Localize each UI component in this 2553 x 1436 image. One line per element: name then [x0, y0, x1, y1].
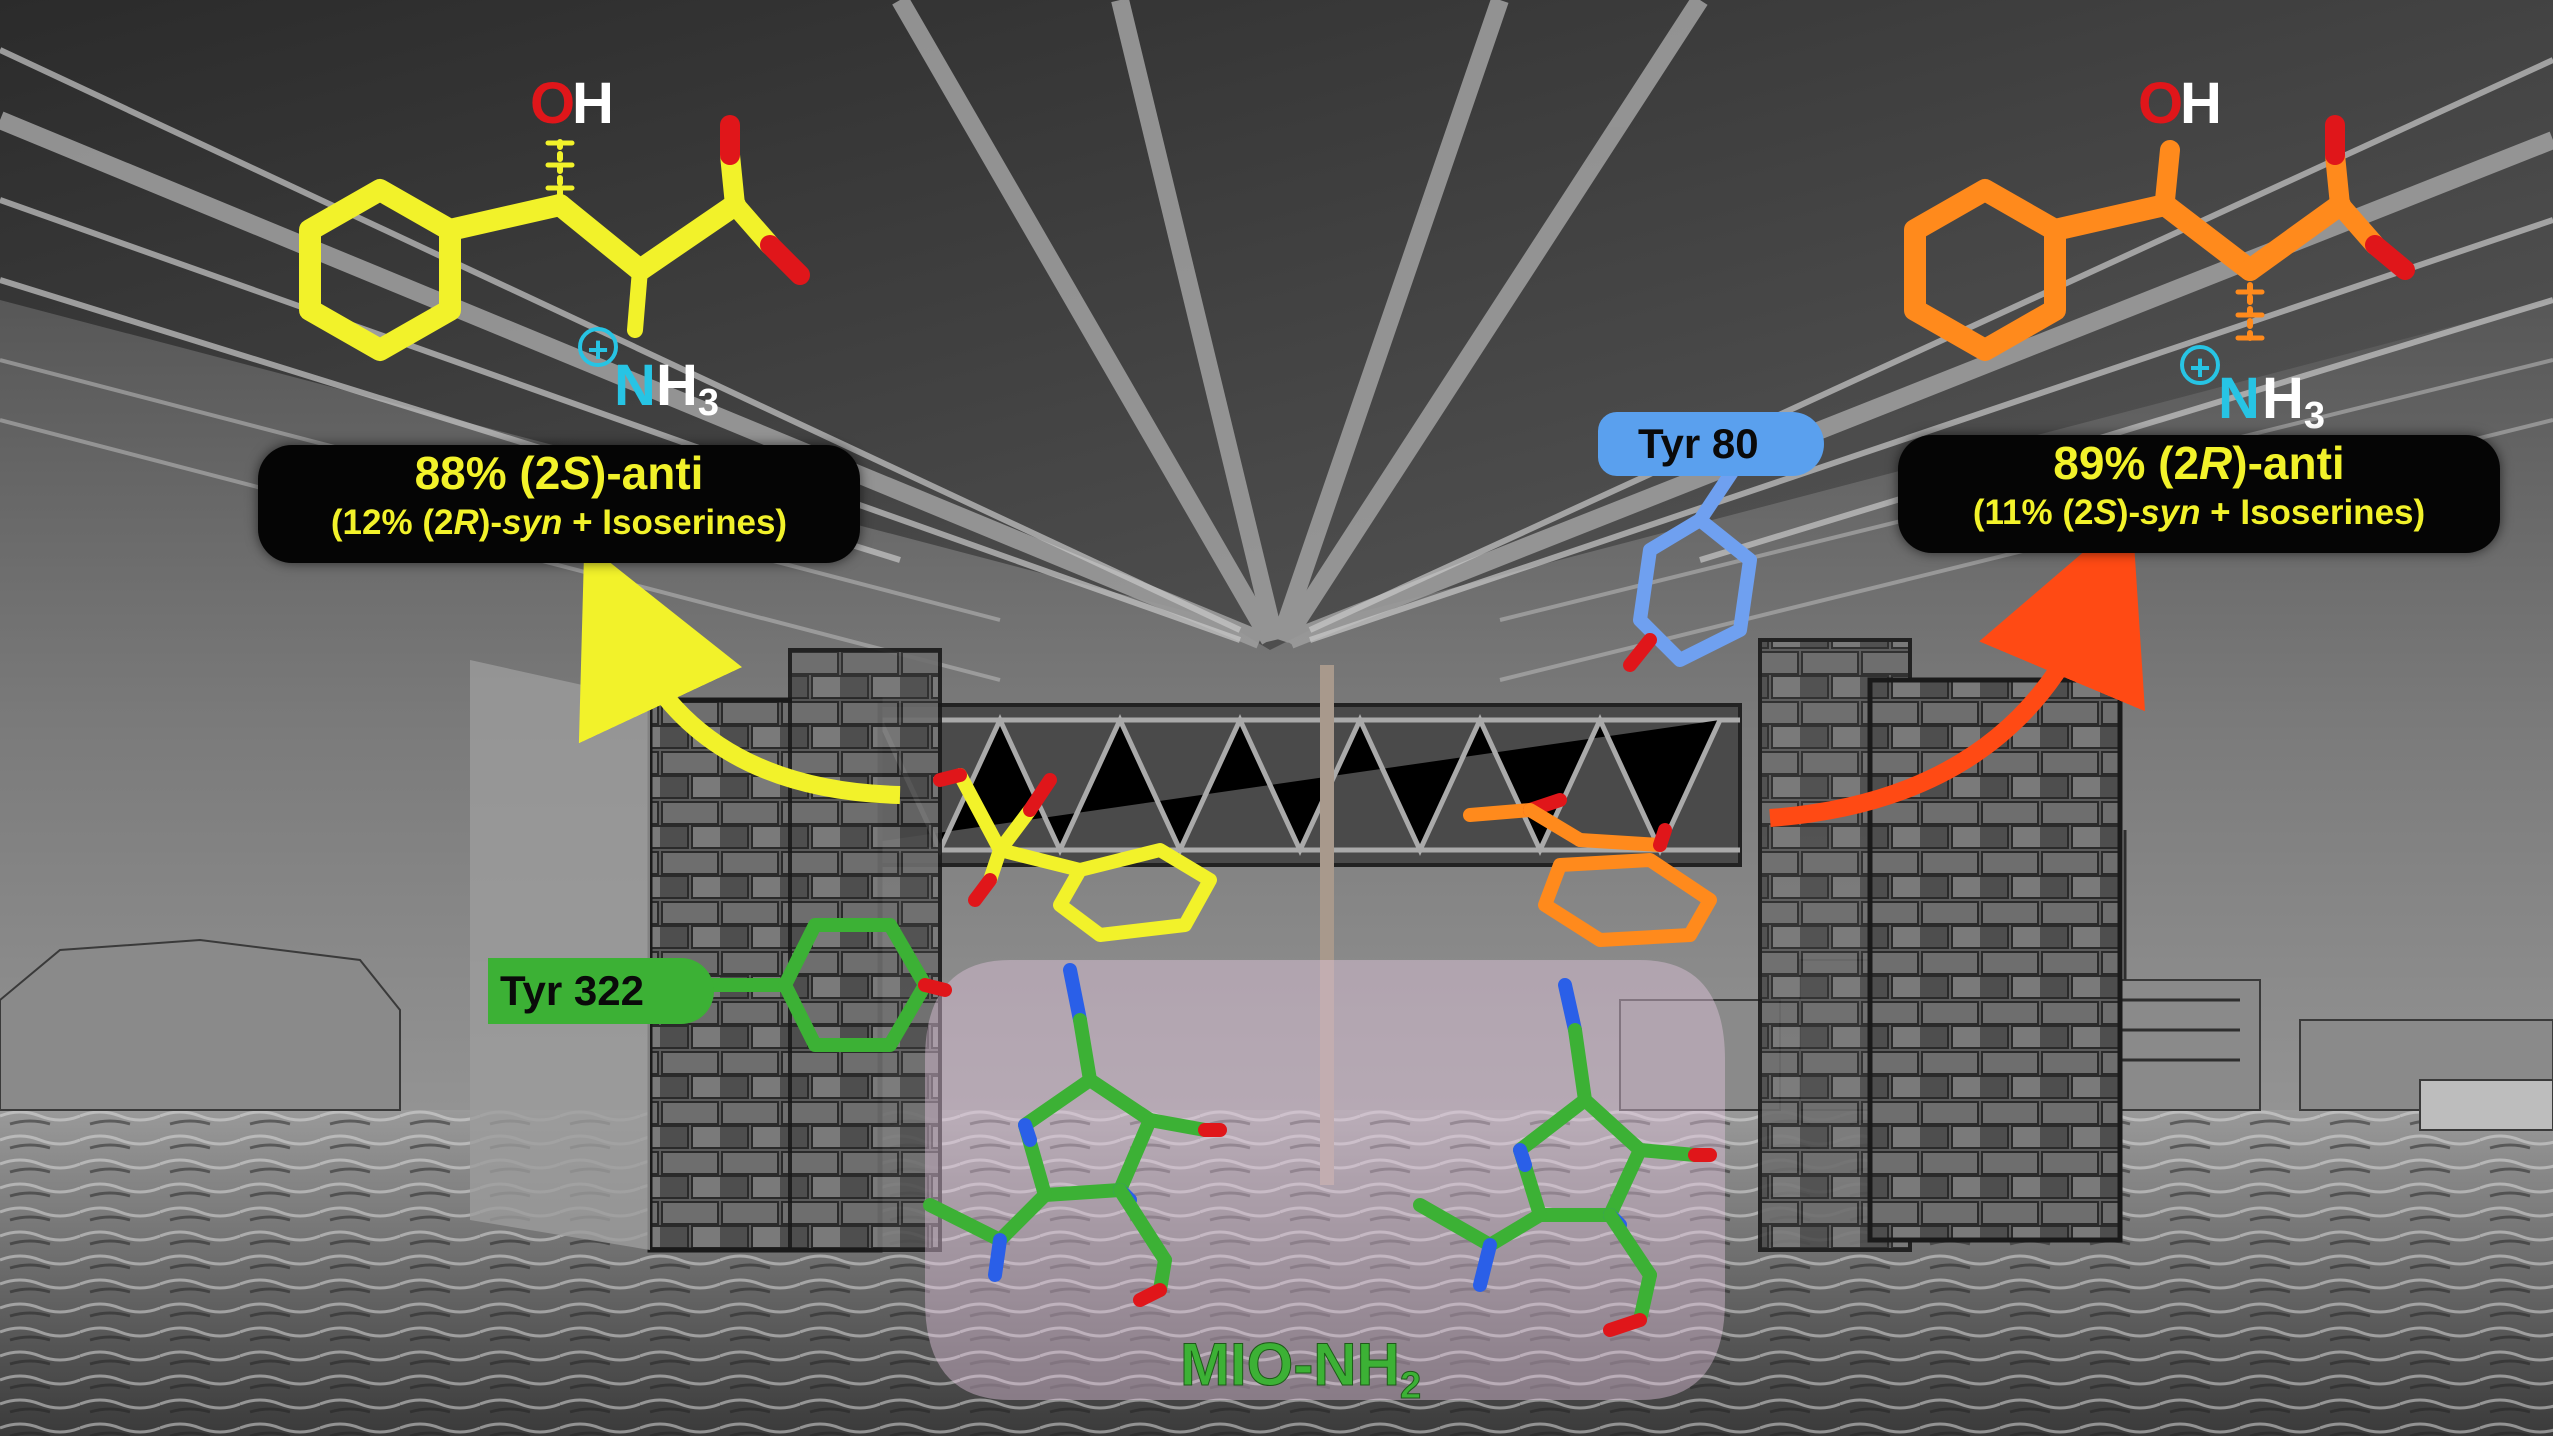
left-oh-hydrogen-label: H: [572, 71, 614, 136]
right-bound-substrate: [1463, 793, 1717, 947]
tyr80-label: Tyr 80: [1598, 412, 1824, 476]
left-h3-label: H3: [656, 353, 720, 424]
left-yield-sub: (12% (2R)-syn + Isoserines): [330, 503, 788, 542]
right-product-structure: [1904, 115, 2415, 361]
right-h3-label: H3: [2262, 366, 2326, 437]
left-oh-oxygen-label: O: [530, 71, 576, 136]
right-yield-main: 89% (2R)-anti: [2053, 437, 2345, 489]
left-yield-box: 88% (2S)-anti (12% (2R)-syn + Isoserines…: [258, 445, 860, 563]
mio-pocket-highlight: [925, 960, 1725, 1400]
left-yield-main: 88% (2S)-anti: [414, 447, 704, 499]
tyr322-structure: [693, 918, 952, 1052]
tyr322-label: Tyr 322: [488, 958, 714, 1024]
right-n-label: N: [2218, 366, 2260, 431]
mio-left-structure: [923, 963, 1227, 1307]
right-red-arrow: [1769, 510, 2145, 827]
mio-right-structure: [1413, 978, 1717, 1337]
left-product-structure: [299, 115, 810, 361]
left-bound-substrate: [933, 768, 1217, 942]
right-oh-hydrogen-label: H: [2180, 71, 2222, 136]
left-yellow-arrow: [578, 542, 901, 804]
right-plus-charge-icon: +: [2180, 345, 2220, 387]
right-yield-sub: (11% (2S)-syn + Isoserines): [1972, 493, 2426, 532]
right-oh-oxygen-label: O: [2138, 71, 2184, 136]
left-plus-charge-icon: +: [578, 327, 618, 369]
left-n-label: N: [614, 353, 656, 418]
right-yield-box: 89% (2R)-anti (11% (2S)-syn + Isoserines…: [1898, 435, 2500, 553]
mio-nh2-label: MIO-NH2: [1180, 1331, 1422, 1408]
